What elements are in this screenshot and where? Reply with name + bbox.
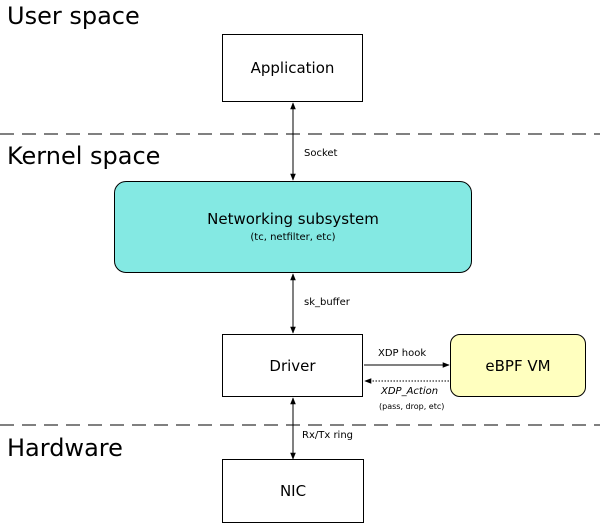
region-title-kernel-space: Kernel space: [7, 142, 161, 170]
driver-node: Driver: [222, 334, 363, 397]
sk-buffer-edge-label: sk_buffer: [304, 297, 350, 308]
region-title-hardware: Hardware: [7, 434, 123, 462]
xdp-hook-edge-label: XDP hook: [378, 348, 427, 359]
networking-subsystem-sublabel: (tc, netfilter, etc): [250, 232, 336, 243]
rxtx-ring-edge-label: Rx/Tx ring: [302, 430, 354, 441]
region-title-user-space: User space: [7, 2, 140, 30]
xdp-action-edge-label: XDP_Action: [381, 386, 439, 397]
application-label: Application: [250, 59, 335, 77]
application-node: Application: [222, 34, 363, 102]
nic-node: NIC: [222, 459, 364, 523]
xdp-action-detail-label: (pass, drop, etc): [379, 402, 445, 411]
networking-subsystem-label: Networking subsystem: [207, 210, 379, 228]
socket-edge-label: Socket: [304, 148, 338, 159]
networking-subsystem-node: Networking subsystem (tc, netfilter, etc…: [114, 181, 472, 273]
ebpf-vm-node: eBPF VM: [450, 334, 586, 397]
nic-label: NIC: [279, 482, 307, 500]
driver-label: Driver: [269, 356, 316, 375]
ebpf-vm-label: eBPF VM: [485, 356, 551, 375]
